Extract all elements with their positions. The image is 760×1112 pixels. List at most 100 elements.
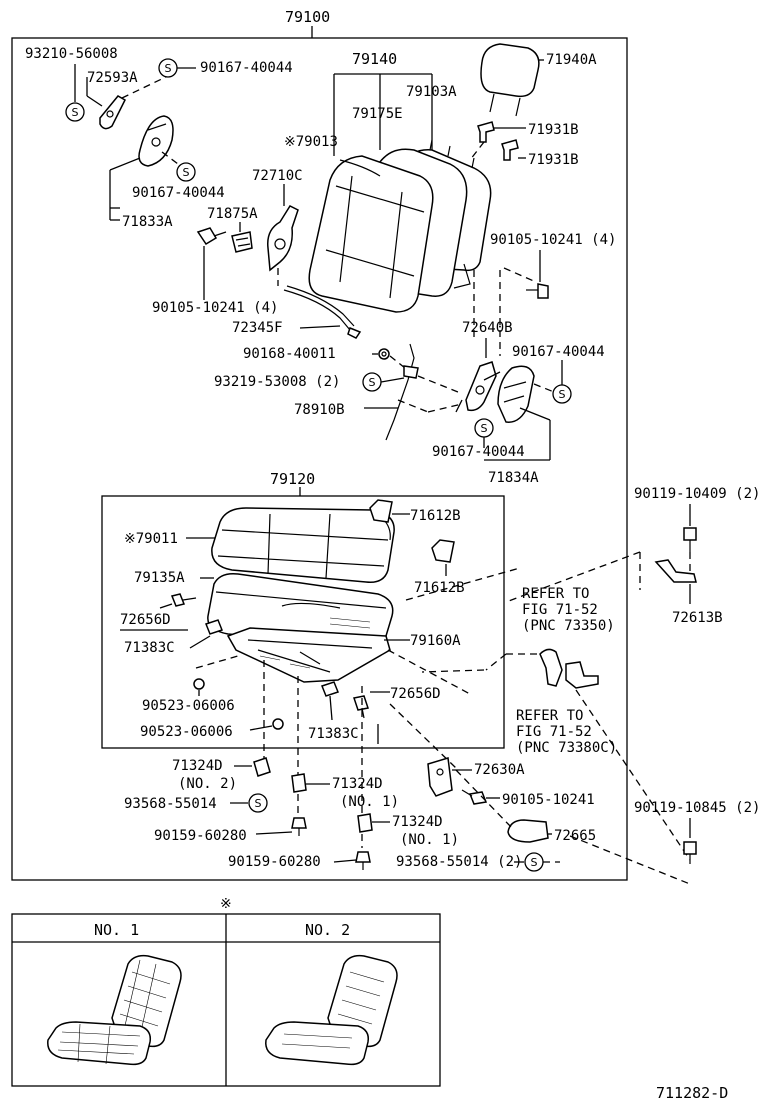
- label-71324D-c: 71324D: [392, 814, 443, 830]
- part-72345F-cable: [283, 289, 351, 331]
- svg-text:S: S: [531, 856, 538, 869]
- s-mark-2: S: [158, 58, 178, 78]
- label-72656D-a: 72656D: [120, 612, 171, 628]
- part-90159-60280-a: [291, 817, 307, 836]
- label-refer1-a: REFER TO: [522, 586, 589, 602]
- label-90167-40044-c: 90167-40044: [512, 344, 605, 360]
- label-72710C: 72710C: [252, 168, 303, 184]
- label-71612B-b: 71612B: [414, 580, 465, 596]
- label-refer2-a: REFER TO: [516, 708, 583, 724]
- asterisk-mark: ※: [220, 896, 232, 912]
- label-90105-10241-b: 90105-10241 (4): [490, 232, 616, 248]
- label-79160A: 79160A: [410, 633, 461, 649]
- part-79011-cushion-cover: [211, 507, 395, 583]
- label-72345F: 72345F: [232, 320, 283, 336]
- label-back-assembly: 79140: [352, 50, 397, 68]
- part-bolt-right: [526, 283, 549, 299]
- label-79135A: 79135A: [134, 570, 185, 586]
- label-seat-assembly: 79100: [285, 8, 330, 26]
- label-refer2-b: FIG 71-52: [516, 724, 592, 740]
- label-90523-06006-b: 90523-06006: [140, 724, 233, 740]
- s-mark-1: S: [65, 102, 85, 122]
- label-71612B-a: 71612B: [410, 508, 461, 524]
- variant-header-no2: NO. 2: [305, 921, 350, 939]
- label-90105-10241-c: 90105-10241: [502, 792, 595, 808]
- label-72613B: 72613B: [672, 610, 723, 626]
- s-mark-8: S: [524, 852, 544, 872]
- label-90168-40011: 90168-40011: [243, 346, 336, 362]
- label-72656D-b: 72656D: [390, 686, 441, 702]
- svg-text:S: S: [481, 422, 488, 435]
- part-bolt-left: [196, 227, 227, 246]
- label-93568-55014-b: 93568-55014 (2): [396, 854, 522, 870]
- part-71833A-hinge-cover: [138, 115, 174, 167]
- label-72630A: 72630A: [474, 762, 525, 778]
- label-71383C-b: 71383C: [308, 726, 359, 742]
- part-90523-06006-b: [272, 718, 284, 730]
- svg-text:S: S: [165, 62, 172, 75]
- label-90119-10845: 90119-10845 (2): [634, 800, 760, 816]
- label-refer1-b: FIG 71-52: [522, 602, 598, 618]
- s-mark-7: S: [248, 793, 268, 813]
- label-93219-53008: 93219-53008 (2): [214, 374, 340, 390]
- cushion-assembly-frame: [101, 495, 505, 749]
- part-71931B-support-a: [477, 121, 495, 143]
- svg-text:S: S: [183, 166, 190, 179]
- variant-header-no1: NO. 1: [94, 921, 139, 939]
- label-cushion-assembly: 79120: [270, 470, 315, 488]
- variant-no1-seat: [47, 954, 182, 1066]
- part-71931B-support-b: [501, 139, 519, 161]
- label-72593A: 72593A: [87, 70, 138, 86]
- label-72665: 72665: [554, 828, 596, 844]
- label-90159-60280-b: 90159-60280: [228, 854, 321, 870]
- part-71940A-headrest: [480, 43, 540, 98]
- svg-text:S: S: [559, 388, 566, 401]
- label-90167-40044-d: 90167-40044: [432, 444, 525, 460]
- label-79011: ※79011: [124, 531, 178, 547]
- label-93210-56008: 93210-56008: [25, 46, 118, 62]
- label-no1-b: (NO. 1): [340, 794, 399, 810]
- part-bolt-90105-c: [461, 789, 488, 805]
- label-71931B-a: 71931B: [528, 122, 579, 138]
- label-93568-55014-a: 93568-55014: [124, 796, 217, 812]
- part-bolt-90119-10409: [683, 527, 697, 552]
- part-seatbelt-buckle-a: [539, 648, 563, 687]
- label-71931B-b: 71931B: [528, 152, 579, 168]
- label-79013: ※79013: [284, 134, 338, 150]
- part-72656D-bolt-a: [170, 593, 197, 607]
- part-79160A-cushion-frame: [226, 627, 391, 683]
- part-90523-06006-a: [193, 678, 205, 690]
- part-72665-cover: [507, 819, 549, 843]
- label-refer2-c: (PNC 73380C): [516, 740, 617, 756]
- part-71834A-hinge-cover: [497, 365, 535, 423]
- variant-no2-seat: [265, 954, 398, 1066]
- s-mark-4: S: [552, 384, 572, 404]
- part-71324D-no1-b: [357, 813, 373, 833]
- seat-assembly-frame: [11, 37, 628, 881]
- label-90159-60280-a: 90159-60280: [154, 828, 247, 844]
- label-90167-40044-b: 90167-40044: [132, 185, 225, 201]
- part-71383C-clip-a: [205, 619, 223, 635]
- part-71612B-bracket-b: [431, 539, 455, 563]
- label-79175E: 79175E: [352, 106, 403, 122]
- label-no2-a: (NO. 2): [178, 776, 237, 792]
- part-72656D-bolt-b: [353, 695, 369, 719]
- part-72613B-bracket: [654, 559, 697, 583]
- label-79103A: 79103A: [406, 84, 457, 100]
- label-71324D-a: 71324D: [172, 758, 223, 774]
- part-72710C-recliner: [267, 205, 299, 272]
- label-71383C-a: 71383C: [124, 640, 175, 656]
- part-78910B-release-rod: [385, 343, 415, 441]
- label-90105-10241-a: 90105-10241 (4): [152, 300, 278, 316]
- part-71324D-no2: [253, 757, 271, 777]
- label-90523-06006-a: 90523-06006: [142, 698, 235, 714]
- label-71875A: 71875A: [207, 206, 258, 222]
- label-no1-c: (NO. 1): [400, 832, 459, 848]
- label-78910B: 78910B: [294, 402, 345, 418]
- part-71612B-bracket-a: [369, 499, 393, 523]
- s-mark-6: S: [362, 372, 382, 392]
- label-71833A: 71833A: [122, 214, 173, 230]
- part-79013-back-cover: [308, 155, 434, 313]
- s-mark-3: S: [176, 162, 196, 182]
